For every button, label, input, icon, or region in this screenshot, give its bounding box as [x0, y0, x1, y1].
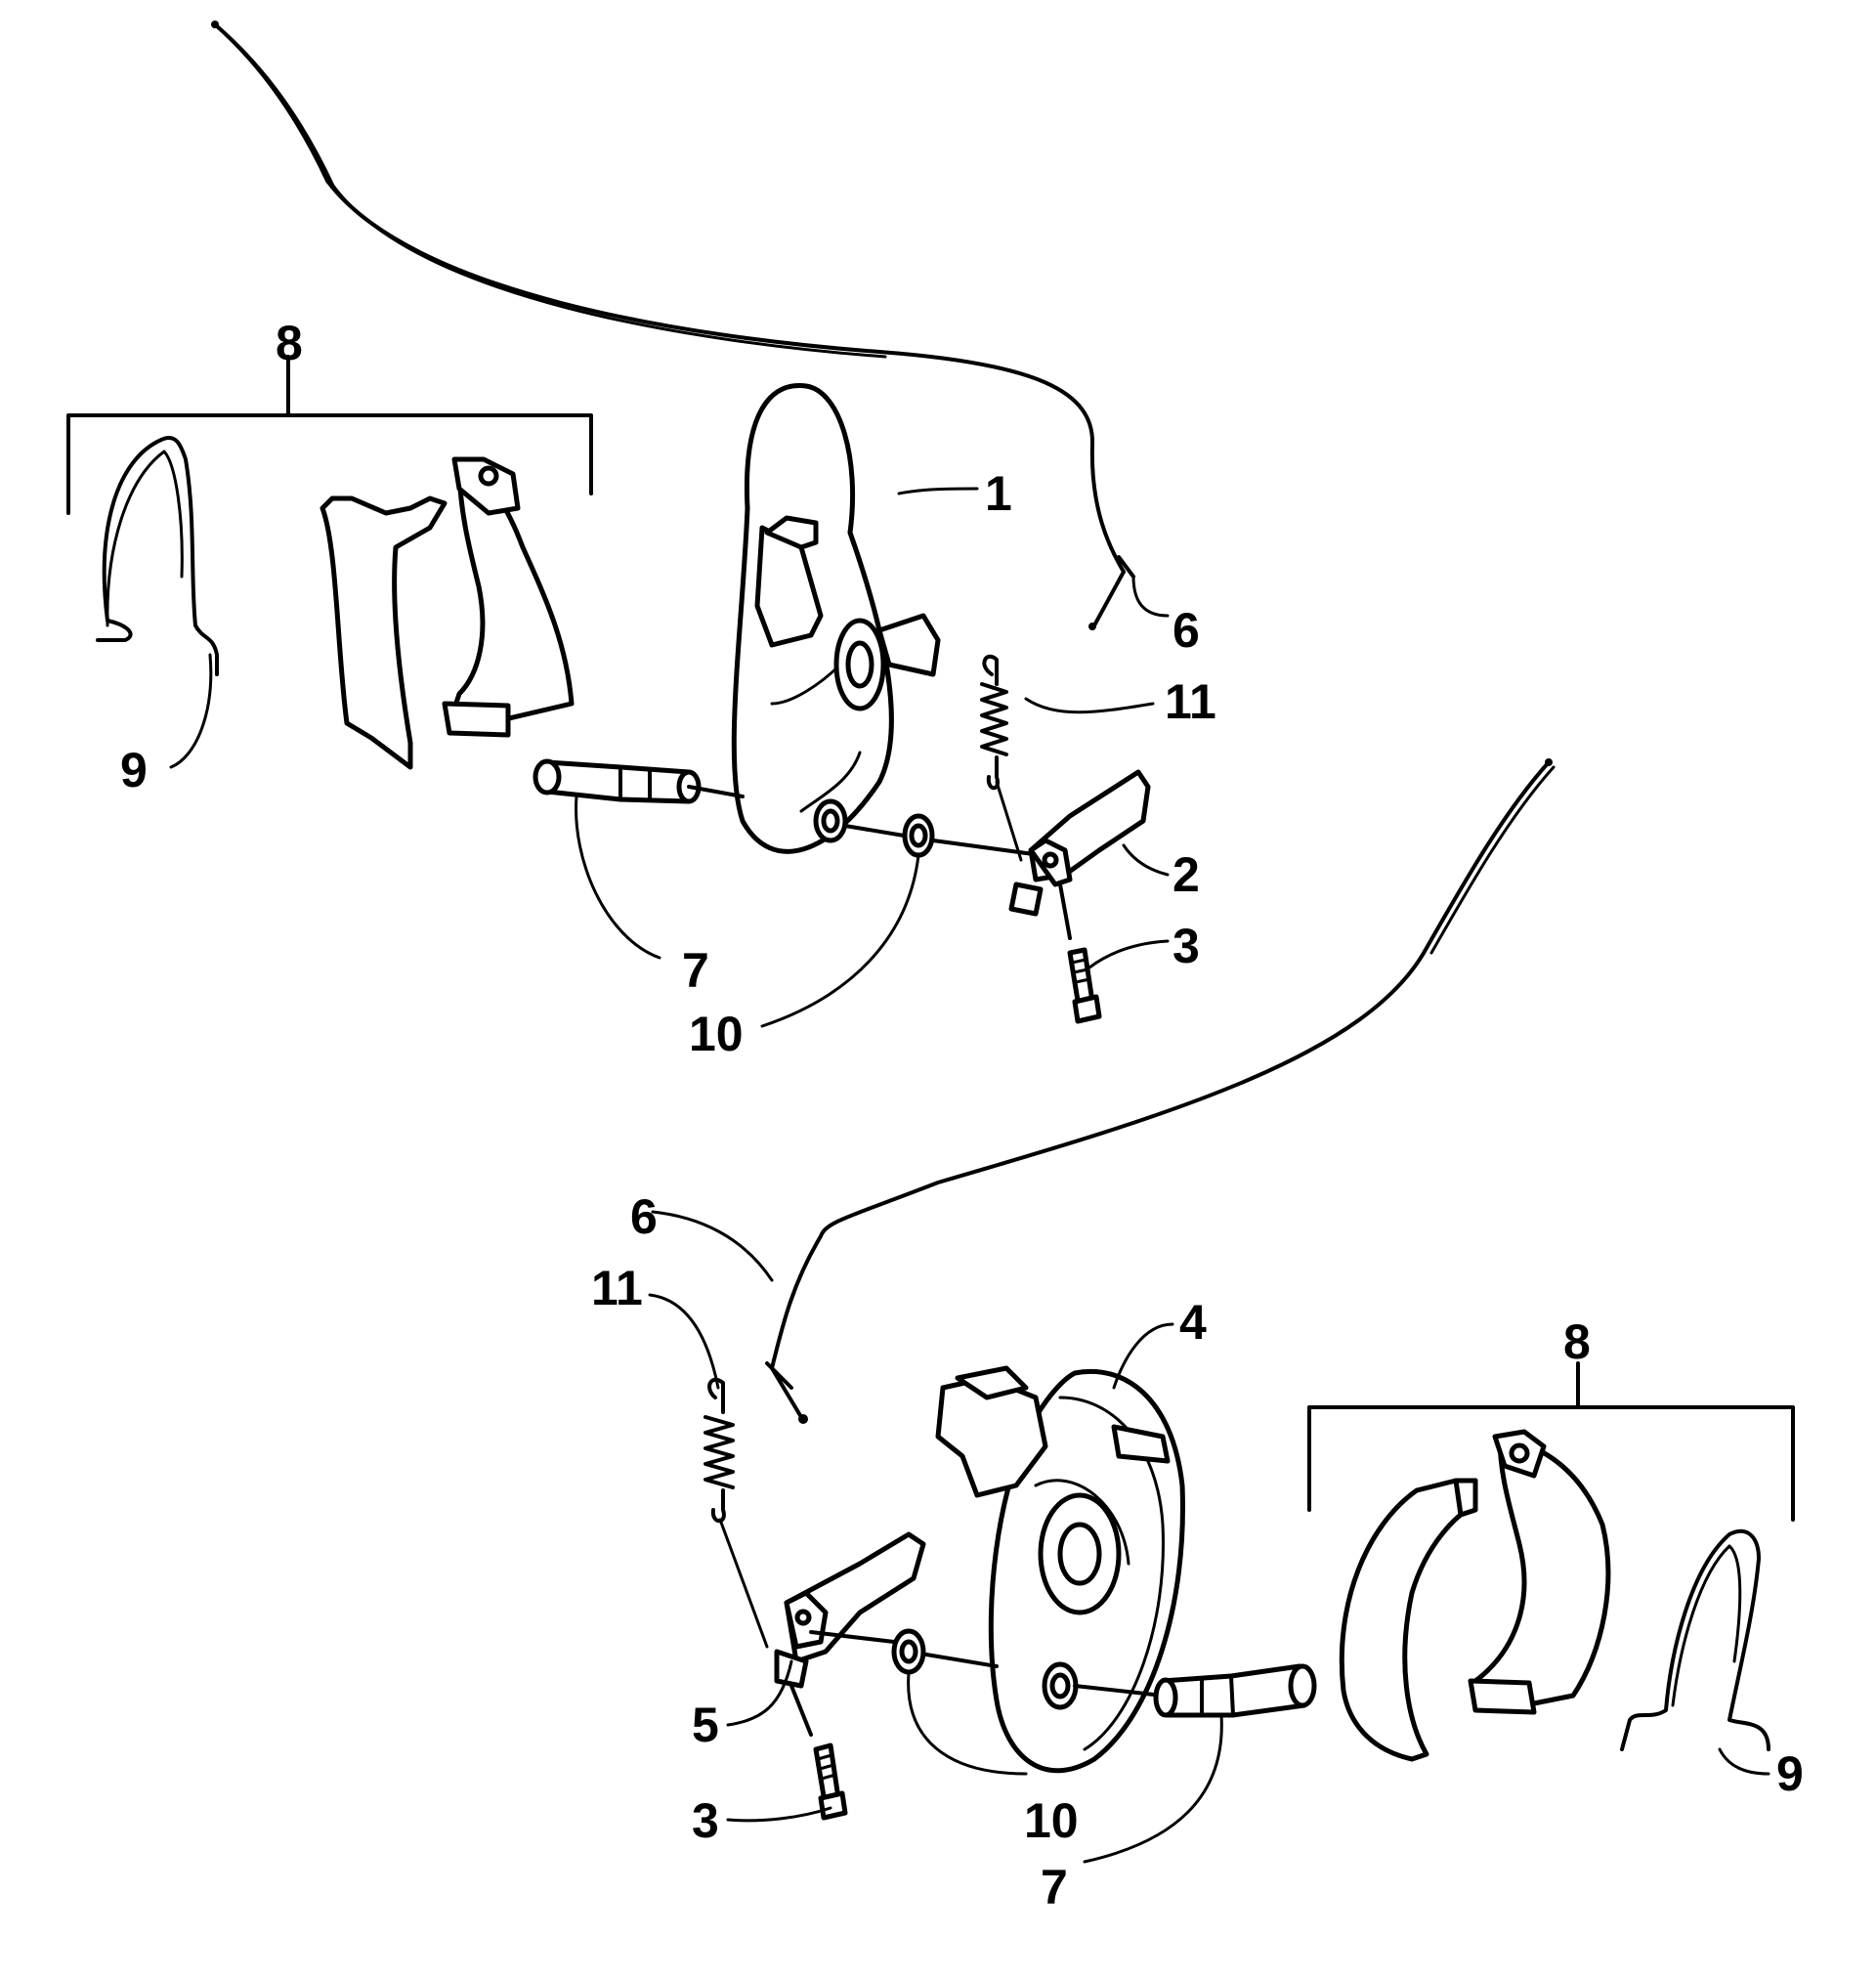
bottom-label-shoe-set: 8: [1563, 1314, 1591, 1369]
bottom-bolt: [813, 1742, 848, 1821]
bottom-label-lever: 5: [692, 1698, 719, 1752]
bottom-label-washer: 10: [1024, 1793, 1079, 1848]
top-backing-plate: [687, 382, 941, 854]
top-label-bolt: 3: [1172, 919, 1200, 973]
top-label-backing-plate: 1: [985, 466, 1012, 521]
bottom-backing-plate: [935, 1365, 1185, 1774]
bottom-label-cable: 6: [630, 1189, 658, 1244]
bottom-cable-nipple: [798, 1414, 808, 1424]
top-brake-cable: [211, 21, 1135, 630]
top-label-lever: 2: [1172, 847, 1200, 902]
bottom-brake-cable: [765, 758, 1556, 1424]
bottom-label-pin: 7: [1041, 1860, 1068, 1914]
top-assembly: 1 6 11 2 3 7 10 8 9: [66, 21, 1216, 1061]
bottom-brake-lever: [774, 1531, 926, 1737]
top-anchor-pin: [533, 758, 702, 804]
bottom-lever-spring: [704, 1377, 769, 1649]
top-label-lever-spring: 11: [1165, 674, 1216, 729]
bottom-brake-shoes: [1339, 1429, 1611, 1762]
bottom-label-shoe-spring: 9: [1776, 1746, 1804, 1801]
bottom-assembly: 6 11 4 8 5 3 10 7 9: [591, 758, 1804, 1914]
bottom-label-lever-spring: 11: [591, 1261, 643, 1315]
top-label-cable: 6: [1172, 603, 1200, 658]
top-label-shoe-spring: 9: [120, 743, 148, 797]
bottom-cable-end-fitting: [1545, 758, 1553, 766]
top-cable-end-fitting: [211, 21, 219, 28]
bottom-label-backing-plate: 4: [1179, 1295, 1207, 1350]
top-brake-lever: [1008, 769, 1151, 940]
top-cable-nipple: [1088, 623, 1096, 630]
bottom-leader-lines: [648, 1210, 1770, 1864]
bottom-shoe-spring: [1620, 1528, 1770, 1751]
bottom-washer: [891, 1628, 1165, 1698]
bottom-label-bolt: 3: [692, 1793, 719, 1848]
top-shoe-spring: [96, 436, 219, 676]
top-label-washer: 10: [689, 1007, 744, 1061]
top-label-pin: 7: [682, 943, 709, 998]
top-washer: [843, 813, 1043, 858]
top-shoe-set-bracket: [66, 355, 593, 515]
bottom-shoe-set-bracket: [1307, 1361, 1795, 1522]
top-label-shoe-set: 8: [276, 316, 303, 370]
top-lever-spring: [980, 654, 1023, 862]
top-brake-shoes: [320, 456, 575, 770]
bottom-anchor-pin: [1153, 1663, 1317, 1718]
top-bolt: [1067, 947, 1102, 1024]
top-leader-lines: [169, 487, 1170, 1028]
